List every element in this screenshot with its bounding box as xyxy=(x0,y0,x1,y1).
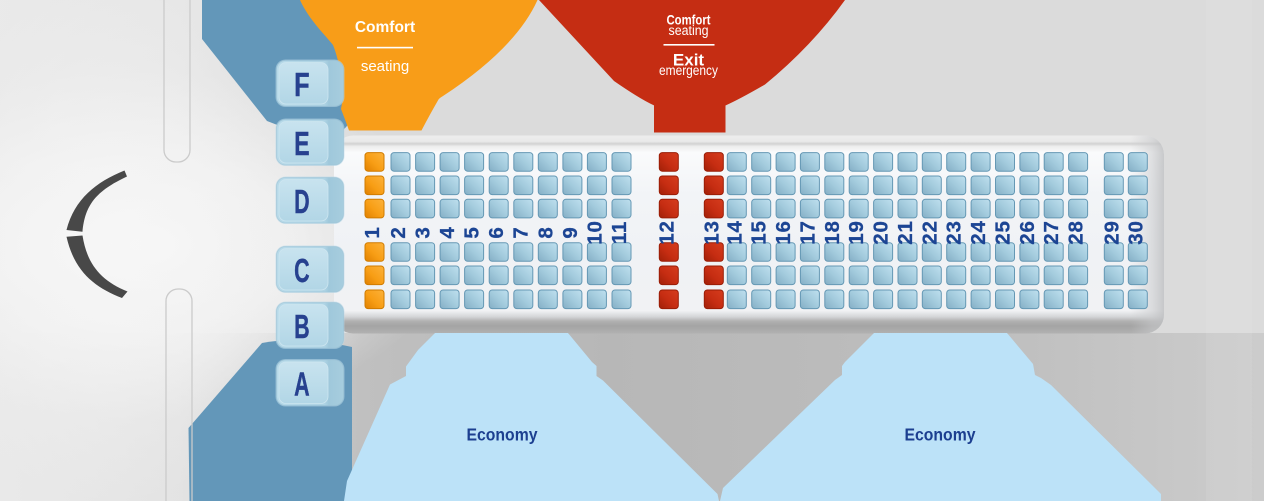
svg-text:17: 17 xyxy=(796,220,819,244)
svg-text:26: 26 xyxy=(1016,220,1039,244)
svg-text:24: 24 xyxy=(967,220,990,244)
svg-text:12: 12 xyxy=(655,220,678,244)
svg-text:25: 25 xyxy=(992,220,1015,244)
svg-text:23: 23 xyxy=(943,220,966,244)
svg-text:2: 2 xyxy=(387,226,410,238)
svg-text:10: 10 xyxy=(583,220,606,244)
svg-text:Economy: Economy xyxy=(467,425,538,445)
svg-text:28: 28 xyxy=(1065,220,1088,244)
svg-text:27: 27 xyxy=(1040,220,1063,244)
svg-text:6: 6 xyxy=(485,226,508,238)
svg-text:16: 16 xyxy=(772,220,795,244)
svg-text:3: 3 xyxy=(412,226,435,238)
svg-text:7: 7 xyxy=(510,226,533,238)
svg-text:9: 9 xyxy=(559,226,582,238)
svg-text:4: 4 xyxy=(436,226,459,238)
svg-text:14: 14 xyxy=(723,220,746,244)
svg-text:21: 21 xyxy=(894,220,917,244)
svg-text:19: 19 xyxy=(845,220,868,244)
svg-text:seating: seating xyxy=(669,23,709,38)
svg-text:F: F xyxy=(294,67,310,104)
svg-text:Comfort: Comfort xyxy=(667,12,711,28)
svg-text:18: 18 xyxy=(821,220,844,244)
svg-text:1: 1 xyxy=(361,226,384,238)
svg-text:E: E xyxy=(294,126,310,163)
svg-text:8: 8 xyxy=(534,226,557,238)
svg-text:20: 20 xyxy=(870,220,893,244)
svg-text:B: B xyxy=(294,309,310,346)
svg-text:30: 30 xyxy=(1124,220,1147,244)
svg-text:C: C xyxy=(294,253,310,290)
svg-text:D: D xyxy=(294,184,310,221)
svg-text:Exit: Exit xyxy=(673,51,705,70)
svg-text:5: 5 xyxy=(461,226,484,238)
svg-text:29: 29 xyxy=(1100,220,1123,244)
svg-text:emergency: emergency xyxy=(659,63,718,78)
svg-text:13: 13 xyxy=(700,220,723,244)
svg-text:A: A xyxy=(294,367,310,404)
svg-text:15: 15 xyxy=(748,220,771,244)
svg-text:Comfort: Comfort xyxy=(355,19,415,36)
svg-text:seating: seating xyxy=(361,58,409,75)
svg-text:Economy: Economy xyxy=(905,425,976,445)
svg-text:22: 22 xyxy=(918,220,941,244)
svg-text:11: 11 xyxy=(608,221,631,244)
